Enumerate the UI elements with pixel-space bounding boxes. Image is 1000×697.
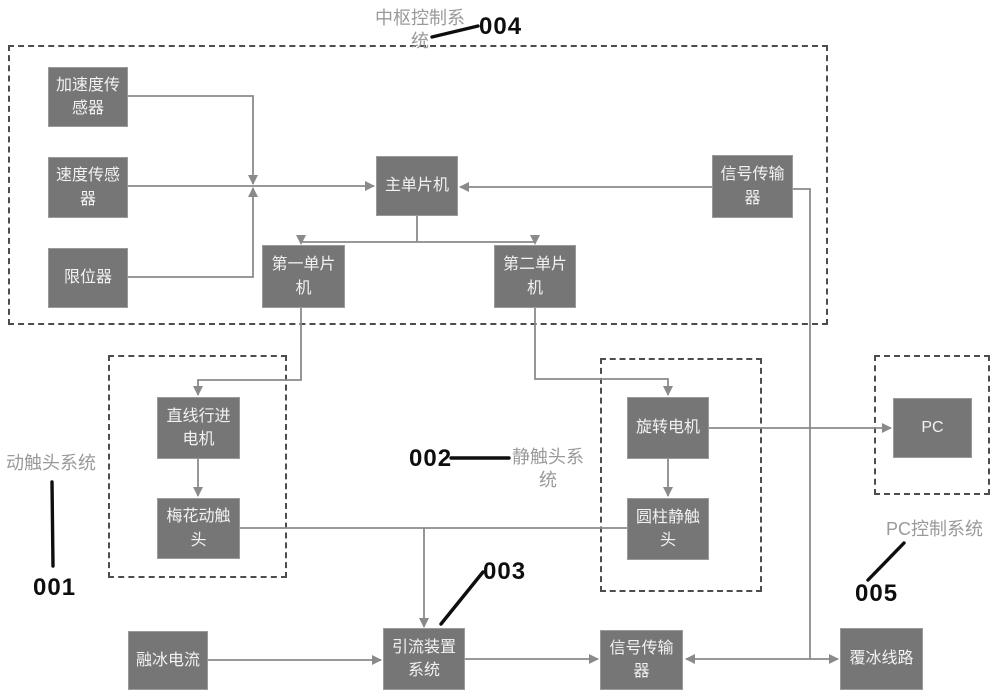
static-contact-group bbox=[600, 358, 762, 592]
drainage-device-box: 引流装置系统 bbox=[383, 628, 465, 690]
speed-sensor-box: 速度传感器 bbox=[48, 157, 128, 218]
pc-box: PC bbox=[893, 398, 972, 458]
first-mcu-box: 第一单片机 bbox=[262, 245, 345, 308]
label-002: 002 bbox=[409, 445, 453, 472]
linear-motor-box: 直线行进电机 bbox=[157, 397, 240, 459]
cylindrical-static-contact-box: 圆柱静触头 bbox=[627, 498, 709, 560]
limiter-box: 限位器 bbox=[48, 248, 128, 308]
label-004: 004 bbox=[479, 13, 523, 40]
arrowhead-icon bbox=[372, 655, 382, 665]
signal-transmitter-top-box: 信号传输器 bbox=[712, 155, 793, 218]
central-control-group bbox=[8, 45, 828, 325]
callout-leader-line bbox=[866, 541, 906, 582]
arrowhead-icon bbox=[419, 618, 429, 628]
signal-transmitter-bottom-box: 信号传输器 bbox=[600, 630, 683, 690]
main-mcu-box: 主单片机 bbox=[376, 156, 458, 216]
moving-contact-system-label: 动触头系统 bbox=[6, 453, 96, 473]
callout-leader-line bbox=[439, 570, 485, 626]
arrowhead-icon bbox=[829, 654, 839, 664]
label-001: 001 bbox=[33, 574, 77, 601]
ice-covered-line-box: 覆冰线路 bbox=[840, 628, 923, 690]
static-contact-system-label: 静触头系统 bbox=[512, 447, 584, 490]
arrowhead-icon bbox=[685, 654, 695, 664]
label-003: 003 bbox=[483, 558, 527, 585]
acceleration-sensor-box: 加速度传感器 bbox=[48, 67, 128, 127]
plum-moving-contact-box: 梅花动触头 bbox=[157, 498, 240, 559]
ice-melting-current-box: 融冰电流 bbox=[128, 631, 208, 690]
central-control-system-label: 中枢控制系统 bbox=[375, 8, 465, 51]
arrowhead-icon bbox=[589, 654, 599, 664]
rotary-motor-box: 旋转电机 bbox=[627, 397, 709, 459]
callout-leader-line bbox=[50, 480, 55, 568]
second-mcu-box: 第二单片机 bbox=[494, 245, 576, 308]
pc-control-group bbox=[874, 355, 990, 495]
pc-control-system-label: PC控制系统 bbox=[886, 519, 984, 539]
label-005: 005 bbox=[855, 580, 899, 607]
